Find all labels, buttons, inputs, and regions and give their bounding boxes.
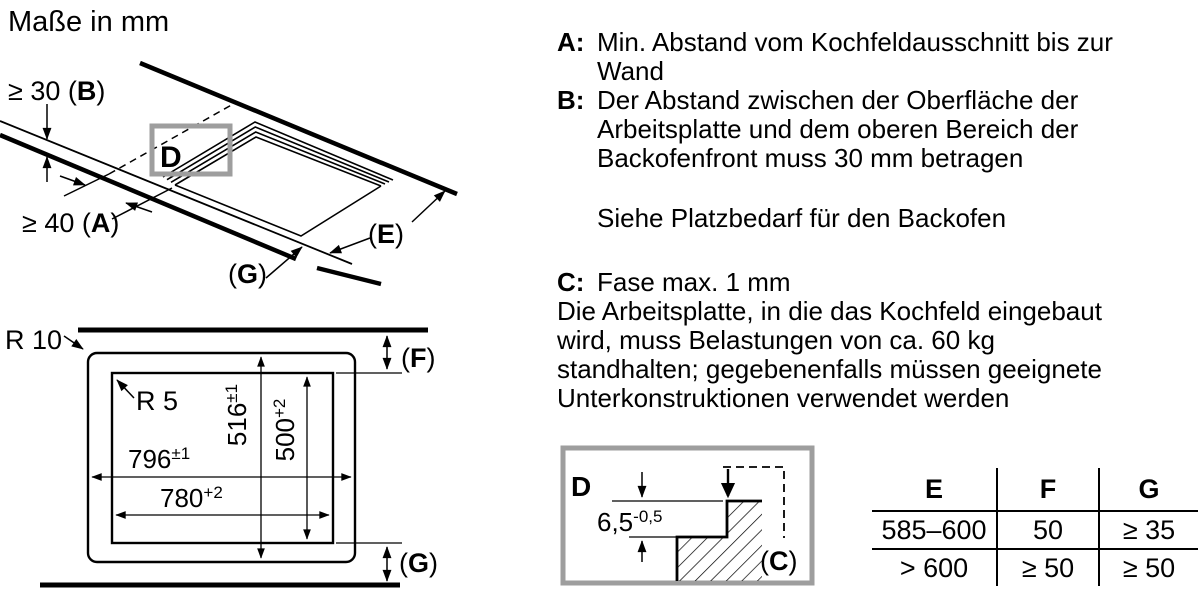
table-header-g: G: [1138, 473, 1160, 504]
table-header-f: F: [998, 468, 1100, 510]
step-profile-outline: [675, 499, 762, 581]
annotation-notes: A: Min. Abstand vom Kochfeldausschnitt b…: [557, 28, 1189, 413]
clearance-table: E F G 585–600 50 ≥ 35 > 600 ≥ 50 ≥ 50: [872, 468, 1198, 586]
dim-e-arrow-edge: [329, 237, 371, 254]
extension-line-a1: [63, 173, 110, 197]
detail-d-callout-label: D: [160, 141, 182, 174]
dim-b-label: ≥ 30 (B): [8, 76, 105, 106]
worktop-front-thick-line-2: [316, 265, 382, 287]
dim-796-label: 796±1: [128, 444, 190, 474]
detail-d-section: D 6,5-0,5 (C): [560, 445, 815, 586]
note-a-line: Wand: [597, 56, 664, 86]
detail-d-label: D: [571, 471, 591, 502]
r5-label: R 5: [136, 386, 178, 416]
wall-edge-line: [139, 60, 458, 197]
dim-e-arrow-wall: [411, 190, 446, 223]
dim-g-label: (G): [228, 259, 267, 289]
note-b-text: Der Abstand zwischen der Oberfläche der …: [597, 86, 1189, 173]
note-b-line: Der Abstand zwischen der Oberfläche der: [597, 85, 1079, 115]
cutout-rect: [110, 371, 335, 545]
table-cell: > 600: [872, 548, 998, 586]
note-b: B: Der Abstand zwischen der Oberfläche d…: [557, 86, 1189, 173]
table-cell: 50: [998, 510, 1100, 548]
hob-outline-rect: [86, 351, 357, 564]
table-cell: 585–600: [872, 510, 998, 548]
dim-780-label: 780+2: [160, 483, 223, 513]
worktop-section-hatching: [677, 501, 762, 581]
note-see-also: Siehe Platzbedarf für den Backofen: [597, 203, 1007, 233]
dim-e-label: (E): [368, 219, 404, 249]
note-b-line: Backofenfront muss 30 mm betragen: [597, 143, 1024, 173]
hob-position-dashed-outline: [723, 466, 785, 538]
note-a-text: Min. Abstand vom Kochfeldausschnitt bis …: [597, 28, 1189, 86]
dim-g-label-front: (G): [399, 548, 438, 578]
table-cell: ≥ 35: [1100, 510, 1198, 548]
chamfer-c-label: (C): [760, 546, 798, 576]
dim-f-label: (F): [401, 343, 436, 373]
detail-d-callout-box: [149, 123, 233, 177]
cutout-front-edges: [174, 184, 382, 237]
table-cell: ≥ 50: [998, 548, 1100, 586]
worktop-front-top-line: [0, 120, 353, 265]
note-c-line: Die Arbeitsplatte, in die das Kochfeld e…: [557, 296, 1102, 326]
table-cell: ≥ 50: [1100, 548, 1198, 586]
note-a: A: Min. Abstand vom Kochfeldausschnitt b…: [557, 28, 1189, 86]
worktop-front-thick-line: [0, 132, 297, 262]
r10-arrow: [63, 335, 84, 350]
note-a-line: Min. Abstand vom Kochfeldausschnitt bis …: [597, 27, 1113, 57]
perspective-drawing: D ≥ 30 (B) ≥ 40 (A) (E) (G): [0, 60, 458, 289]
cutout-rim-lines: [162, 121, 394, 187]
note-c-line: standhalten; gegebenenfalls müssen geeig…: [557, 354, 1102, 384]
note-c-intro: Fase max. 1 mm: [597, 267, 791, 297]
note-c-line: Unterkonstruktionen verwendet werden: [557, 383, 1010, 413]
dim-500-label: 500+2: [270, 399, 300, 462]
note-c: C: Fase max. 1 mm: [557, 268, 1189, 297]
r5-arrow: [116, 379, 135, 399]
detail-d-border: [560, 445, 815, 586]
hidden-depth-dashed-line: [108, 102, 236, 175]
note-c-label: C:: [557, 267, 585, 297]
cutout-top-view: R 10 R 5 516±1 500+2 796±1 780+2 (F) (G): [5, 325, 438, 588]
table-header-e: E: [872, 468, 998, 510]
note-b-label: B:: [557, 85, 585, 115]
note-b-line: Arbeitsplatte und dem oberen Bereich der: [597, 114, 1079, 144]
note-c-line: wird, muss Belastungen von ca. 60 kg: [557, 325, 995, 355]
note-a-label: A:: [557, 27, 585, 57]
r10-label: R 10: [5, 325, 62, 355]
dim-a-arrow-1: [59, 175, 86, 186]
dim-a-label: ≥ 40 (A): [22, 208, 119, 238]
dim-g-arrow: [265, 246, 303, 279]
dim-516-label: 516±1: [222, 384, 252, 446]
page-title: Maße in mm: [8, 6, 170, 38]
dim-a-arrow-2: [125, 202, 153, 213]
dim-65-label: 6,5-0,5: [597, 507, 662, 537]
note-c-paragraph: Die Arbeitsplatte, in die das Kochfeld e…: [557, 297, 1189, 413]
extension-line-a2: [111, 187, 173, 220]
